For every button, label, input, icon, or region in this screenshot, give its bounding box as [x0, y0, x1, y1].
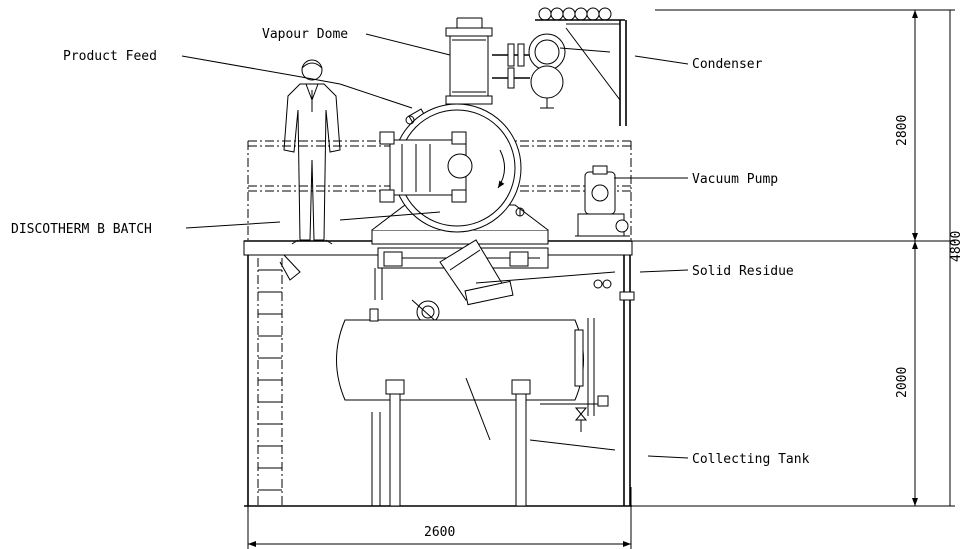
operator-figure-icon — [283, 59, 341, 245]
vacuum-pump — [575, 165, 630, 237]
leader-lines — [181, 33, 689, 459]
vapour-dome — [445, 17, 530, 105]
label-solid-residue: Solid Residue — [692, 264, 794, 279]
label-collecting-tank: Collecting Tank — [692, 452, 810, 467]
dimension-upper-height: 2800 — [895, 115, 910, 146]
label-condenser: Condenser — [692, 57, 763, 72]
dimension-width: 2600 — [424, 525, 455, 540]
dimension-lines — [247, 9, 955, 549]
dimension-lower-height: 2000 — [895, 367, 910, 398]
discotherm-drum — [371, 103, 549, 245]
label-vapour-dome: Vapour Dome — [262, 27, 348, 42]
label-vacuum-pump: Vacuum Pump — [692, 172, 778, 187]
collecting-tank — [336, 308, 609, 507]
discharge-assembly — [374, 239, 635, 346]
label-product-feed: Product Feed — [63, 49, 157, 64]
condenser — [528, 7, 627, 126]
label-discotherm: DISCOTHERM B BATCH — [11, 222, 152, 237]
dimension-total-height: 4800 — [949, 231, 961, 262]
